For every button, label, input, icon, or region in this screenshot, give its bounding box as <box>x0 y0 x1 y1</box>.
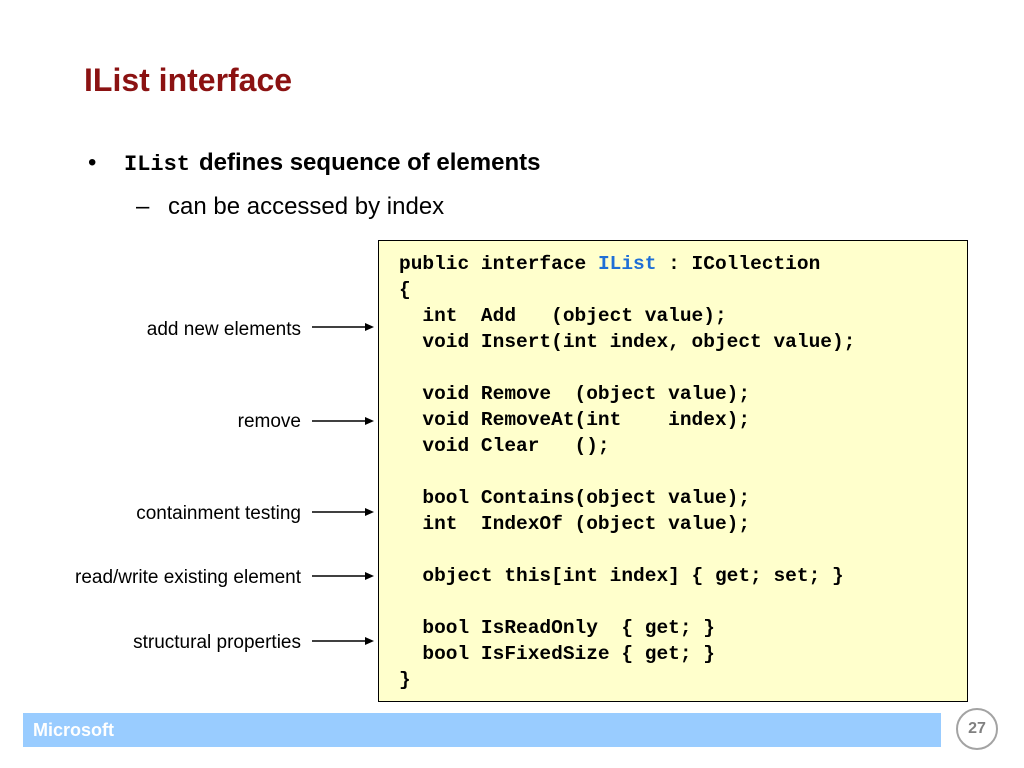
footer-bar: Microsoft <box>23 713 941 747</box>
code-line <box>399 355 855 381</box>
code-line: void Insert(int index, object value); <box>399 331 856 353</box>
code-line: int IndexOf (object value); <box>399 513 751 535</box>
annotation-label-containment: containment testing <box>136 503 301 524</box>
page-number: 27 <box>956 708 998 750</box>
bullet-item: • IList defines sequence of elements <box>88 146 540 180</box>
code-line <box>399 589 855 615</box>
code-block: public interface IList : ICollection { i… <box>378 240 968 702</box>
code-line: void Clear (); <box>399 435 610 457</box>
annotation-label-read-write: read/write existing element <box>75 567 301 588</box>
code-header-line: public interface IList : ICollection <box>399 251 855 277</box>
bullet-code-term: IList <box>124 152 191 177</box>
arrow-right-icon <box>312 323 374 331</box>
sub-bullet-symbol: – <box>136 193 150 220</box>
code-header-before: public interface <box>399 253 598 275</box>
code-line: void RemoveAt(int index); <box>399 409 751 431</box>
code-line: { <box>399 279 411 301</box>
code-header-highlight: IList <box>597 253 657 275</box>
code-line: } <box>399 669 411 691</box>
code-header-after: : ICollection <box>656 253 821 275</box>
code-line: object this[int index] { get; set; } <box>399 565 844 587</box>
annotation-label-remove: remove <box>237 411 301 432</box>
slide-title: IList interface <box>84 62 293 98</box>
bullet-symbol: • <box>88 149 97 176</box>
arrow-right-icon <box>312 637 374 645</box>
code-line <box>399 459 855 485</box>
code-line: bool IsFixedSize { get; } <box>399 643 715 665</box>
code-line: void Remove (object value); <box>399 383 751 405</box>
bullet-text: defines sequence of elements <box>199 149 541 176</box>
arrow-right-icon <box>312 508 374 516</box>
footer-brand: Microsoft <box>33 720 114 740</box>
arrow-right-icon <box>312 417 374 425</box>
code-line <box>399 537 855 563</box>
arrow-right-icon <box>312 572 374 580</box>
code-line: bool Contains(object value); <box>399 487 751 509</box>
annotation-label-structural: structural properties <box>133 632 301 653</box>
code-line: int Add (object value); <box>399 305 727 327</box>
code-line: bool IsReadOnly { get; } <box>399 617 715 639</box>
sub-bullet-item: –can be accessed by index <box>136 190 444 224</box>
sub-bullet-text: can be accessed by index <box>168 193 445 220</box>
annotation-label-add: add new elements <box>146 319 301 340</box>
code-lines: public interface IList : ICollection { i… <box>399 251 855 693</box>
